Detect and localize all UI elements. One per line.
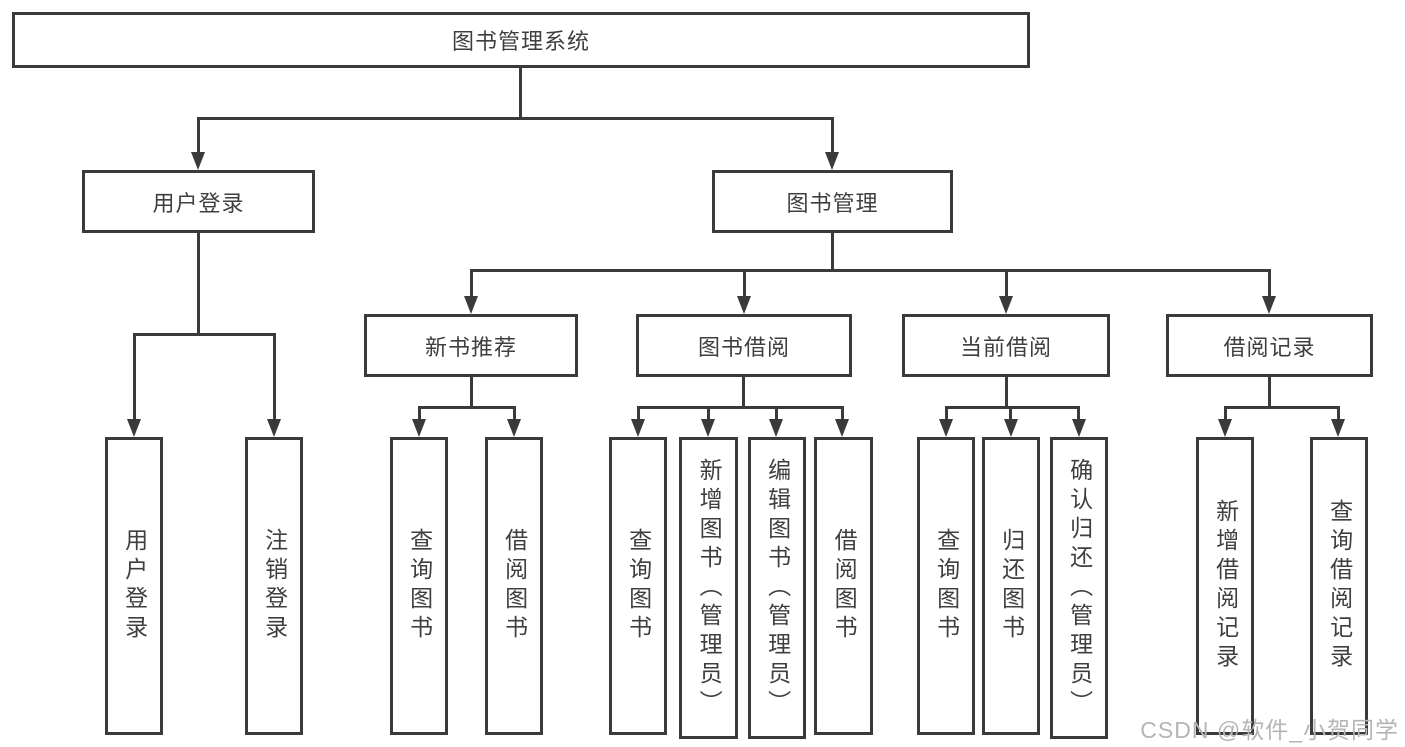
connector-recommend-rail (418, 406, 516, 409)
leaf-user-login: 用户登录 (105, 437, 163, 735)
leaf-borrow-query-books-label: 查询图书 (625, 528, 652, 644)
connector-to-current-query (945, 406, 948, 421)
arrow-to-leaf-logout (267, 419, 281, 437)
leaf-add-borrow-record-label: 新增借阅记录 (1212, 499, 1239, 673)
connector-to-edit-books (775, 406, 778, 421)
connector-borrow-stem (742, 377, 745, 408)
leaf-borrow-query-books: 查询图书 (609, 437, 667, 735)
arrow-to-borrow-query (631, 419, 645, 437)
arrow-to-new-book-recommend (464, 296, 478, 314)
node-book-management-label: 图书管理 (786, 190, 879, 216)
leaf-current-query-books-label: 查询图书 (933, 528, 960, 644)
connector-to-add-record (1224, 406, 1227, 421)
connector-to-leaf-logout (273, 333, 276, 421)
connector-to-borrow-records (1268, 269, 1271, 298)
leaf-confirm-return-admin-label: 确认归还（管理员） (1066, 457, 1093, 719)
connector-book-management-stem (831, 233, 834, 272)
node-current-borrow-label: 当前借阅 (959, 334, 1052, 360)
node-new-book-recommend: 新书推荐 (364, 314, 578, 377)
node-borrow-records: 借阅记录 (1166, 314, 1373, 377)
leaf-borrow-books: 借阅图书 (814, 437, 873, 735)
connector-to-query-record (1337, 406, 1340, 421)
leaf-query-borrow-record-label: 查询借阅记录 (1326, 499, 1353, 673)
leaf-confirm-return-admin: 确认归还（管理员） (1050, 437, 1108, 739)
watermark-text: CSDN @软件_小贺同学 (1140, 717, 1399, 743)
leaf-logout-label: 注销登录 (261, 528, 288, 644)
node-root: 图书管理系统 (12, 12, 1030, 68)
node-book-management: 图书管理 (712, 170, 953, 233)
leaf-recommend-query-books-label: 查询图书 (406, 528, 433, 644)
leaf-current-query-books: 查询图书 (917, 437, 975, 735)
connector-to-borrow-books (841, 406, 844, 421)
connector-to-book-management (831, 117, 834, 153)
connector-to-return-books (1009, 406, 1012, 421)
connector-records-rail (1224, 406, 1339, 409)
connector-to-leaf-user-login (133, 333, 136, 421)
leaf-add-borrow-record: 新增借阅记录 (1196, 437, 1254, 735)
arrow-to-current-borrow (999, 296, 1013, 314)
leaf-return-books-label: 归还图书 (998, 528, 1025, 644)
leaf-user-login-label: 用户登录 (121, 528, 148, 644)
connector-to-book-borrow (743, 269, 746, 298)
arrow-to-query-record (1331, 419, 1345, 437)
arrow-to-borrow-books (835, 419, 849, 437)
node-current-borrow: 当前借阅 (902, 314, 1110, 377)
connector-to-add-books (707, 406, 710, 421)
leaf-recommend-query-books: 查询图书 (390, 437, 448, 735)
node-root-label: 图书管理系统 (451, 29, 590, 54)
arrow-to-recommend-borrow (507, 419, 521, 437)
node-borrow-records-label: 借阅记录 (1223, 334, 1316, 360)
arrow-to-book-borrow (737, 296, 751, 314)
connector-records-stem (1268, 377, 1271, 408)
leaf-recommend-borrow-books-label: 借阅图书 (501, 528, 528, 644)
leaf-return-books: 归还图书 (982, 437, 1040, 735)
arrow-to-return-books (1004, 419, 1018, 437)
leaf-recommend-borrow-books: 借阅图书 (485, 437, 543, 735)
connector-to-user-login (197, 117, 200, 153)
connector-book-management-rail (470, 269, 1271, 272)
node-book-borrow-label: 图书借阅 (697, 334, 790, 360)
node-book-borrow: 图书借阅 (636, 314, 852, 377)
connector-to-recommend-query (418, 406, 421, 421)
arrow-to-user-login (191, 152, 205, 170)
connector-user-login-stem (197, 233, 200, 336)
node-user-login: 用户登录 (82, 170, 315, 233)
arrow-to-add-record (1218, 419, 1232, 437)
connector-recommend-stem (470, 377, 473, 408)
connector-to-borrow-query (637, 406, 640, 421)
leaf-add-books-admin: 新增图书（管理员） (679, 437, 738, 739)
leaf-borrow-books-label: 借阅图书 (831, 528, 858, 644)
node-user-login-label: 用户登录 (152, 190, 245, 216)
arrow-to-edit-books (769, 419, 783, 437)
connector-current-stem (1005, 377, 1008, 408)
leaf-edit-books-admin-label: 编辑图书（管理员） (764, 457, 791, 719)
connector-to-recommend-borrow (513, 406, 516, 421)
arrow-to-confirm-return (1072, 419, 1086, 437)
leaf-query-borrow-record: 查询借阅记录 (1310, 437, 1368, 735)
connector-root-stem (519, 68, 522, 120)
arrow-to-current-query (939, 419, 953, 437)
connector-to-new-book-recommend (470, 269, 473, 298)
leaf-add-books-admin-label: 新增图书（管理员） (696, 457, 723, 719)
arrow-to-borrow-records (1262, 296, 1276, 314)
connector-user-login-rail (133, 333, 276, 336)
connector-root-rail (197, 117, 834, 120)
leaf-edit-books-admin: 编辑图书（管理员） (748, 437, 806, 739)
arrow-to-book-management (825, 152, 839, 170)
arrow-to-add-books (701, 419, 715, 437)
arrow-to-leaf-user-login (127, 419, 141, 437)
connector-to-confirm-return (1077, 406, 1080, 421)
connector-current-rail (945, 406, 1080, 409)
leaf-logout: 注销登录 (245, 437, 303, 735)
connector-borrow-rail (637, 406, 844, 409)
connector-to-current-borrow (1005, 269, 1008, 298)
arrow-to-recommend-query (412, 419, 426, 437)
node-new-book-recommend-label: 新书推荐 (424, 334, 517, 360)
